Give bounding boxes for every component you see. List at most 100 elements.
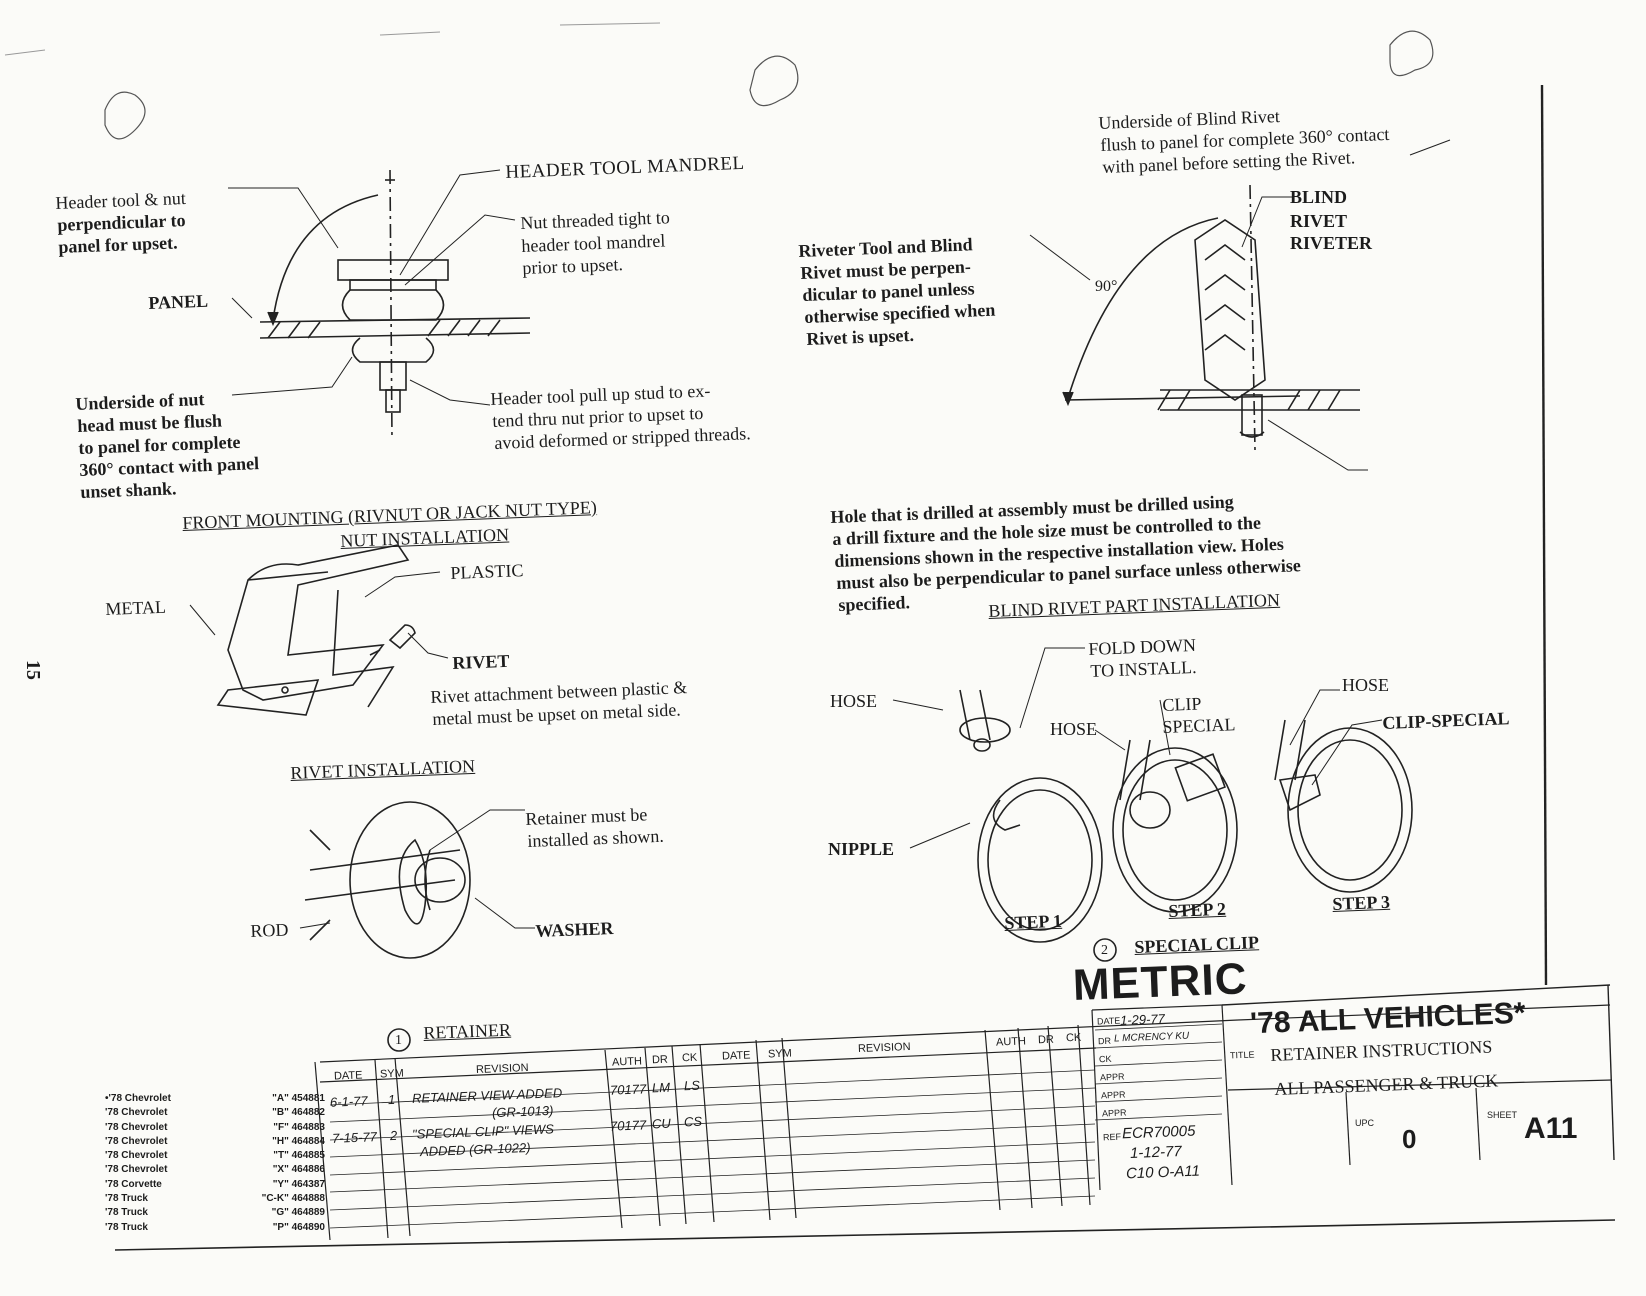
- metric-stamp: METRIC: [1071, 954, 1249, 1010]
- vehicle-name: '78 Truck: [105, 1193, 148, 1205]
- rev-header-dr: DR: [651, 1053, 669, 1067]
- vehicle-row: '78 Chevrolet "F" 464883: [105, 1121, 325, 1135]
- ref-label: REF: [1102, 1131, 1122, 1143]
- vehicle-row: •'78 Chevrolet "A" 454881: [105, 1092, 325, 1106]
- vehicle-row: '78 Chevrolet "X" 464886: [105, 1163, 325, 1177]
- vehicle-row: '78 Truck "C-K" 464888: [105, 1192, 325, 1206]
- page-number: 15: [22, 660, 44, 680]
- rev-header-dr-2: DR: [1037, 1033, 1055, 1047]
- rev-header-date: DATE: [333, 1069, 363, 1083]
- label-panel: PANEL: [148, 290, 209, 313]
- rev-row-1-date: 6-1-77: [329, 1093, 368, 1110]
- hole-note-5: specified.: [838, 592, 911, 615]
- vehicle-code: "P" 464890: [272, 1221, 325, 1233]
- title-label: TITLE: [1229, 1049, 1255, 1061]
- vehicle-name: '78 Corvette: [105, 1178, 162, 1190]
- label-header-tool-nut-3: panel for upset.: [58, 232, 178, 257]
- label-riveter: RIVETER: [1290, 233, 1373, 253]
- vehicle-code: "X" 464886: [272, 1164, 325, 1176]
- upc-label: UPC: [1355, 1118, 1375, 1128]
- label-hose-3: HOSE: [1342, 675, 1390, 695]
- vehicle-row: '78 Chevrolet "H" 464884: [105, 1135, 325, 1149]
- rev-row-2-dr: CU: [651, 1115, 672, 1132]
- sheet-label: SHEET: [1487, 1110, 1518, 1120]
- vehicle-code: "F" 464883: [273, 1121, 325, 1133]
- label-washer: WASHER: [535, 918, 614, 941]
- rev-header-sym-2: SYM: [767, 1047, 793, 1061]
- rev-row-2-date: 7-15-77: [331, 1129, 378, 1146]
- vehicle-row: '78 Corvette "Y" 464387: [105, 1178, 325, 1192]
- label-clip-special-2b: SPECIAL: [1162, 714, 1236, 737]
- step-2: STEP 2: [1168, 898, 1227, 921]
- vehicle-row: '78 Chevrolet "T" 464885: [105, 1149, 325, 1163]
- retainer-title: RETAINER: [423, 1019, 512, 1043]
- step-3: STEP 3: [1332, 891, 1391, 914]
- vehicle-name: '78 Chevrolet: [105, 1150, 168, 1162]
- appr-label-2: APPR: [1100, 1089, 1126, 1101]
- vehicle-code: "C-K" 464888: [261, 1193, 325, 1205]
- vehicle-name: •'78 Chevrolet: [105, 1093, 171, 1104]
- rev-header-auth: AUTH: [611, 1055, 643, 1069]
- retainer-circle-number: 1: [395, 1033, 402, 1048]
- step-1: STEP 1: [1004, 910, 1063, 933]
- label-fold-down-2: TO INSTALL.: [1090, 656, 1197, 681]
- appr-label-3: APPR: [1101, 1107, 1127, 1119]
- vehicle-list: •'78 Chevrolet "A" 454881 '78 Chevrolet "B…: [105, 1092, 325, 1235]
- rev-row-1-ck: LS: [683, 1077, 701, 1094]
- appr-label-1: APPR: [1099, 1071, 1125, 1083]
- label-blind: BLIND: [1290, 187, 1348, 207]
- rev-header-sym: SYM: [379, 1067, 405, 1081]
- vehicle-name: '78 Truck: [105, 1221, 148, 1233]
- ref-date: 1-12-77: [1129, 1143, 1183, 1162]
- label-rivet-right: RIVET: [1290, 211, 1348, 231]
- label-clip-special-2a: CLIP: [1162, 693, 1202, 715]
- special-clip-circle-number: 2: [1101, 943, 1108, 958]
- rev-row-2-auth: 70177: [609, 1117, 647, 1134]
- dr-label: DR: [1097, 1035, 1112, 1047]
- rev-row-2-ck: CS: [683, 1113, 703, 1130]
- vehicle-name: '78 Chevrolet: [105, 1107, 168, 1119]
- vehicle-name: '78 Chevrolet: [105, 1135, 168, 1147]
- vehicle-code: "T" 464885: [273, 1150, 325, 1162]
- vehicle-name: '78 Chevrolet: [105, 1164, 168, 1176]
- ck-label: CK: [1098, 1053, 1112, 1065]
- date-label: DATE: [1096, 1015, 1121, 1027]
- rev-header-ck-2: CK: [1065, 1031, 1082, 1045]
- ref-value: ECR70005: [1121, 1122, 1196, 1143]
- riveter-tool-5: Rivet is upset.: [806, 324, 915, 349]
- vehicle-row: '78 Truck "G" 464889: [105, 1206, 325, 1220]
- label-underside-nut-5: unset shank.: [80, 478, 177, 502]
- sheet-value: A11: [1524, 1112, 1578, 1145]
- vehicle-code: "A" 454881: [272, 1093, 325, 1104]
- vehicle-name: '78 Chevrolet: [105, 1121, 168, 1133]
- label-90-degrees: 90°: [1095, 278, 1118, 295]
- rev-row-1-auth: 70177: [609, 1081, 647, 1098]
- rev-row-1-revision-2: (GR-1013): [491, 1102, 554, 1121]
- rev-header-ck: CK: [681, 1051, 698, 1065]
- label-metal: METAL: [105, 596, 167, 619]
- vehicle-row: '78 Chevrolet "B" 464882: [105, 1106, 325, 1120]
- rev-header-auth-2: AUTH: [995, 1035, 1027, 1049]
- vehicle-code: "B" 464882: [272, 1107, 325, 1119]
- rev-header-revision: REVISION: [475, 1061, 529, 1077]
- ref-code: C10 O-A11: [1125, 1162, 1201, 1183]
- rev-header-revision-2: REVISION: [857, 1040, 911, 1056]
- date-value: 1-29-77: [1119, 1011, 1166, 1028]
- label-hose-2: HOSE: [1050, 719, 1098, 739]
- vehicle-code: "G" 464889: [271, 1207, 325, 1219]
- rev-row-2-sym: 2: [389, 1127, 398, 1144]
- label-hose-1: HOSE: [830, 691, 878, 711]
- vehicle-row: '78 Truck "P" 464890: [105, 1221, 325, 1235]
- label-plastic: PLASTIC: [450, 560, 524, 583]
- rev-header-date-2: DATE: [721, 1049, 751, 1063]
- vehicle-code: "Y" 464387: [272, 1178, 325, 1190]
- vehicle-code: "H" 464884: [272, 1135, 325, 1147]
- rev-row-1-sym: 1: [387, 1091, 396, 1108]
- vehicle-name: '78 Truck: [105, 1207, 148, 1219]
- label-nipple: NIPPLE: [828, 839, 895, 859]
- label-rivet: RIVET: [452, 650, 510, 673]
- label-rod: ROD: [250, 919, 289, 941]
- label-nut-threaded-3: prior to upset.: [522, 254, 624, 278]
